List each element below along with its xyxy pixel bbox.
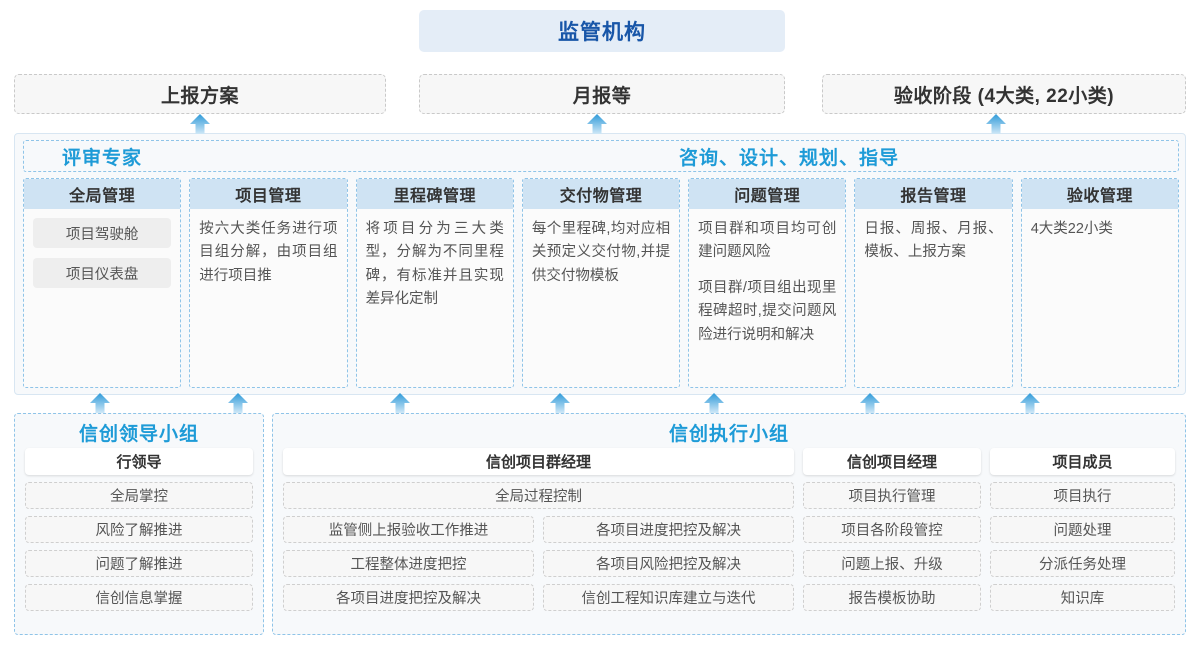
role-head-program-manager: 信创项目群经理 — [283, 448, 794, 475]
report-box-label: 月报等 — [572, 85, 632, 107]
arrow-up-icon — [189, 113, 211, 135]
management-description: 项目群/项目组出现里程碑超时,提交问题风险进行说明和解决 — [698, 279, 837, 343]
management-column-title: 全局管理 — [24, 179, 181, 209]
leadership-duty-list: 全局掌控风险了解推进问题了解推进信创信息掌握 — [25, 482, 253, 611]
management-column-title: 里程碑管理 — [356, 179, 513, 209]
duty-cell[interactable]: 监管侧上报验收工作推进 — [283, 516, 534, 543]
arrow-up-icon — [389, 392, 411, 414]
management-column[interactable]: 全局管理项目驾驶舱项目仪表盘 — [23, 178, 182, 388]
arrow-up-icon — [703, 392, 725, 414]
arrow-up-icon — [549, 392, 571, 414]
leadership-group-panel: 信创领导小组 行领导 全局掌控风险了解推进问题了解推进信创信息掌握 — [14, 413, 264, 635]
management-column-title: 报告管理 — [855, 179, 1012, 209]
arrow-up-icon — [1019, 392, 1041, 414]
management-tag[interactable]: 项目驾驶舱 — [33, 218, 172, 248]
arrow-up-icon — [859, 392, 881, 414]
duty-cell[interactable]: 问题了解推进 — [25, 550, 253, 577]
report-box-label: 验收阶段 (4大类, 22小类) — [893, 85, 1115, 107]
duty-cell[interactable]: 项目执行管理 — [803, 482, 981, 509]
management-column-body: 每个里程碑,均对应相关预定义交付物,并提供交付物模板 — [523, 209, 679, 387]
duty-cell[interactable]: 全局掌控 — [25, 482, 253, 509]
duty-cell[interactable]: 信创信息掌握 — [25, 584, 253, 611]
duty-cell[interactable]: 问题上报、升级 — [803, 550, 981, 577]
project-manager-duties: 项目执行管理项目各阶段管控问题上报、升级报告模板协助 — [803, 482, 981, 611]
duty-cell[interactable]: 风险了解推进 — [25, 516, 253, 543]
duty-cell[interactable]: 各项目进度把控及解决 — [543, 516, 794, 543]
arrow-up-icon — [227, 392, 249, 414]
duty-cell[interactable]: 工程整体进度把控 — [283, 550, 534, 577]
management-column-body: 项目群和项目均可创建问题风险项目群/项目组出现里程碑超时,提交问题风险进行说明和… — [689, 209, 845, 387]
management-column-body: 将项目分为三大类型，分解为不同里程碑，有标准并且实现差异化定制 — [357, 209, 513, 387]
duty-cell[interactable]: 各项目进度把控及解决 — [283, 584, 534, 611]
arrow-up-icon — [586, 113, 608, 135]
management-column-body: 4大类22小类 — [1022, 209, 1178, 387]
management-description: 将项目分为三大类型，分解为不同里程碑，有标准并且实现差异化定制 — [365, 221, 504, 308]
management-description: 按六大类任务进行项目组分解，由项目组进行项目推 — [199, 221, 338, 284]
management-column[interactable]: 验收管理 4大类22小类 — [1020, 178, 1179, 388]
execution-group-panel: 信创执行小组 信创项目群经理 全局过程控制 监管侧上报验收工作推进工程整体进度把… — [272, 413, 1186, 635]
arrow-up-icon — [985, 113, 1007, 135]
duty-cell[interactable]: 项目各阶段管控 — [803, 516, 981, 543]
project-manager-column: 信创项目经理 项目执行管理项目各阶段管控问题上报、升级报告模板协助 — [803, 448, 981, 611]
leadership-group-title: 信创领导小组 — [78, 424, 199, 445]
project-member-column: 项目成员 项目执行问题处理分派任务处理知识库 — [990, 448, 1175, 611]
management-description: 4大类22小类 — [1030, 221, 1113, 237]
management-column-body: 按六大类任务进行项目组分解，由项目组进行项目推 — [190, 209, 346, 387]
project-member-duties: 项目执行问题处理分派任务处理知识库 — [990, 482, 1175, 611]
program-manager-column: 信创项目群经理 全局过程控制 监管侧上报验收工作推进工程整体进度把控各项目进度把… — [283, 448, 794, 611]
management-column[interactable]: 里程碑管理将项目分为三大类型，分解为不同里程碑，有标准并且实现差异化定制 — [355, 178, 514, 388]
program-manager-duties-right: 各项目进度把控及解决各项目风险把控及解决信创工程知识库建立与迭代 — [543, 516, 794, 611]
management-column[interactable]: 报告管理日报、周报、月报、模板、上报方案 — [854, 178, 1013, 388]
program-manager-duty-split: 监管侧上报验收工作推进工程整体进度把控各项目进度把控及解决 各项目进度把控及解决… — [283, 516, 794, 611]
duty-cell[interactable]: 报告模板协助 — [803, 584, 981, 611]
duty-cell[interactable]: 问题处理 — [990, 516, 1175, 543]
execution-roles-grid: 信创项目群经理 全局过程控制 监管侧上报验收工作推进工程整体进度把控各项目进度把… — [283, 448, 1175, 611]
service-panel: 评审专家 咨询、设计、规划、指导 全局管理项目驾驶舱项目仪表盘项目管理按六大类任… — [14, 133, 1186, 395]
role-head-project-manager: 信创项目经理 — [803, 448, 981, 475]
management-column-title: 问题管理 — [689, 179, 846, 209]
role-head-bank-leader: 行领导 — [25, 448, 253, 475]
review-experts-label: 评审专家 — [62, 147, 143, 169]
management-description: 每个里程碑,均对应相关预定义交付物,并提供交付物模板 — [531, 221, 671, 284]
management-column[interactable]: 问题管理项目群和项目均可创建问题风险项目群/项目组出现里程碑超时,提交问题风险进… — [688, 178, 847, 388]
management-column-title: 验收管理 — [1021, 179, 1178, 209]
report-box-acceptance[interactable]: 验收阶段 (4大类, 22小类) — [822, 74, 1186, 114]
management-column-title: 交付物管理 — [522, 179, 680, 209]
duty-cell[interactable]: 知识库 — [990, 584, 1175, 611]
execution-group-title: 信创执行小组 — [668, 424, 789, 445]
regulator-box: 监管机构 — [419, 10, 785, 52]
report-box-monthly[interactable]: 月报等 — [419, 74, 785, 114]
management-column[interactable]: 项目管理按六大类任务进行项目组分解，由项目组进行项目推 — [189, 178, 348, 388]
duty-global-process-control: 全局过程控制 — [283, 482, 794, 509]
duty-cell[interactable]: 项目执行 — [990, 482, 1175, 509]
report-box-label: 上报方案 — [160, 85, 239, 107]
regulator-label: 监管机构 — [558, 21, 646, 44]
service-panel-header: 评审专家 咨询、设计、规划、指导 — [23, 140, 1179, 172]
report-box-submit-plan[interactable]: 上报方案 — [14, 74, 386, 114]
management-column[interactable]: 交付物管理每个里程碑,均对应相关预定义交付物,并提供交付物模板 — [521, 178, 681, 388]
arrow-up-icon — [89, 392, 111, 414]
duty-cell[interactable]: 分派任务处理 — [990, 550, 1175, 577]
program-manager-duties-left: 监管侧上报验收工作推进工程整体进度把控各项目进度把控及解决 — [283, 516, 534, 611]
management-column-title: 项目管理 — [190, 179, 347, 209]
management-column-body: 项目驾驶舱项目仪表盘 — [24, 209, 180, 387]
report-boxes-row: 上报方案 月报等 验收阶段 (4大类, 22小类) — [0, 74, 1200, 114]
management-description: 日报、周报、月报、模板、上报方案 — [864, 221, 1003, 261]
duty-cell[interactable]: 各项目风险把控及解决 — [543, 550, 794, 577]
management-tag[interactable]: 项目仪表盘 — [33, 258, 172, 288]
duty-cell[interactable]: 信创工程知识库建立与迭代 — [543, 584, 794, 611]
management-column-body: 日报、周报、月报、模板、上报方案 — [855, 209, 1011, 387]
management-columns: 全局管理项目驾驶舱项目仪表盘项目管理按六大类任务进行项目组分解，由项目组进行项目… — [23, 178, 1179, 388]
management-description: 项目群和项目均可创建问题风险 — [698, 221, 837, 261]
consulting-label: 咨询、设计、规划、指导 — [679, 147, 900, 169]
role-head-project-member: 项目成员 — [990, 448, 1175, 475]
